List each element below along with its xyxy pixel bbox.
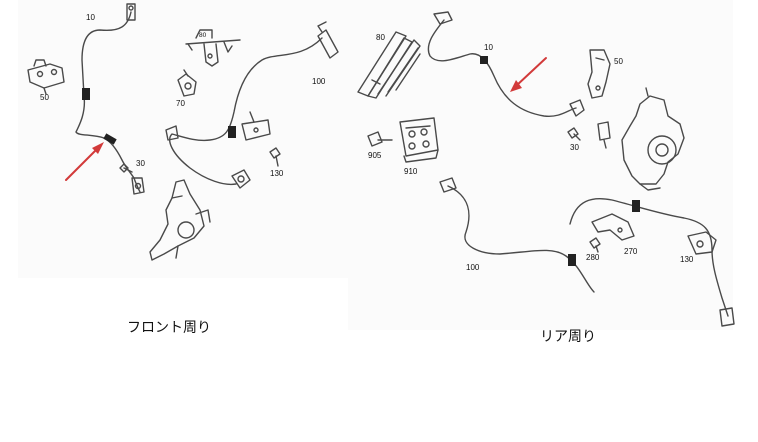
rear-callout-905: 905 xyxy=(368,151,382,160)
rear-callout-280: 280 xyxy=(586,253,600,262)
rear-callout-270: 270 xyxy=(624,247,638,256)
front-callout-70: 70 xyxy=(176,99,185,108)
rear-bolt-280 xyxy=(589,237,601,253)
rear-bracket-50 xyxy=(587,49,611,99)
front-red-arrow-head xyxy=(92,142,104,154)
rear-bolt-30 xyxy=(567,127,581,141)
rear-cable-connector xyxy=(480,56,488,64)
front-callout-100: 100 xyxy=(312,77,326,86)
front-callout-30: 30 xyxy=(136,159,145,168)
front-cable-connector xyxy=(103,133,117,145)
front-sensor-cable xyxy=(75,11,141,193)
rear-caption: リア周り xyxy=(540,329,596,345)
rear-callout-30: 30 xyxy=(570,143,579,152)
front-cable-clip xyxy=(82,88,90,100)
front-steering-knuckle xyxy=(149,179,211,261)
rear-cable-130-grommet xyxy=(632,200,640,212)
rear-callout-50: 50 xyxy=(614,57,623,66)
rear-callout-10: 10 xyxy=(484,43,493,52)
front-callout-80: 80 xyxy=(199,32,207,39)
rear-panel-background xyxy=(348,0,733,330)
front-callout-50: 50 xyxy=(40,93,49,102)
front-callout-10: 10 xyxy=(86,13,95,22)
rear-cable-100 xyxy=(447,185,595,293)
rear-cable-130 xyxy=(569,197,729,317)
rear-sensor-tip xyxy=(719,307,735,327)
rear-hub-carrier xyxy=(621,87,685,191)
rear-red-arrow-head xyxy=(510,80,522,92)
front-bolt-130 xyxy=(269,147,281,167)
rear-cable-100-grommet xyxy=(568,254,576,266)
rear-sensor-plug xyxy=(597,121,611,149)
rear-sensor-clip xyxy=(569,99,585,117)
rear-control-unit-910 xyxy=(399,117,439,163)
front-clip-70 xyxy=(177,69,197,97)
rear-connector-bank-80 xyxy=(357,31,421,99)
front-sensor-head xyxy=(126,3,136,21)
front-cable-100-grommet xyxy=(228,126,236,138)
front-red-arrow xyxy=(65,147,99,181)
rear-bracket-270 xyxy=(591,213,635,241)
front-caption: フロント周り xyxy=(127,320,211,336)
rear-callout-100: 100 xyxy=(466,263,480,272)
front-cable-100 xyxy=(169,37,323,186)
rear-sensor-cable xyxy=(427,19,577,118)
front-bolt-30 xyxy=(119,163,133,173)
rear-callout-130: 130 xyxy=(680,255,694,264)
front-hub-sensor xyxy=(231,169,251,189)
rear-sensor-head xyxy=(433,11,453,25)
front-sensor-holder xyxy=(241,111,271,141)
front-sensor-tip xyxy=(131,177,145,195)
rear-bracket-130 xyxy=(687,231,717,255)
front-bracket-80 xyxy=(185,29,241,67)
front-cable-100-connector xyxy=(317,21,339,59)
rear-cable-100-connector xyxy=(439,177,457,193)
front-panel-background xyxy=(18,0,348,278)
rear-red-arrow xyxy=(515,57,547,87)
front-callout-130: 130 xyxy=(270,169,284,178)
rear-callout-910: 910 xyxy=(404,167,418,176)
rear-connector-905 xyxy=(367,131,393,147)
front-cable-clip-170 xyxy=(165,125,179,141)
front-bracket-50 xyxy=(27,59,65,95)
rear-callout-80: 80 xyxy=(376,33,385,42)
